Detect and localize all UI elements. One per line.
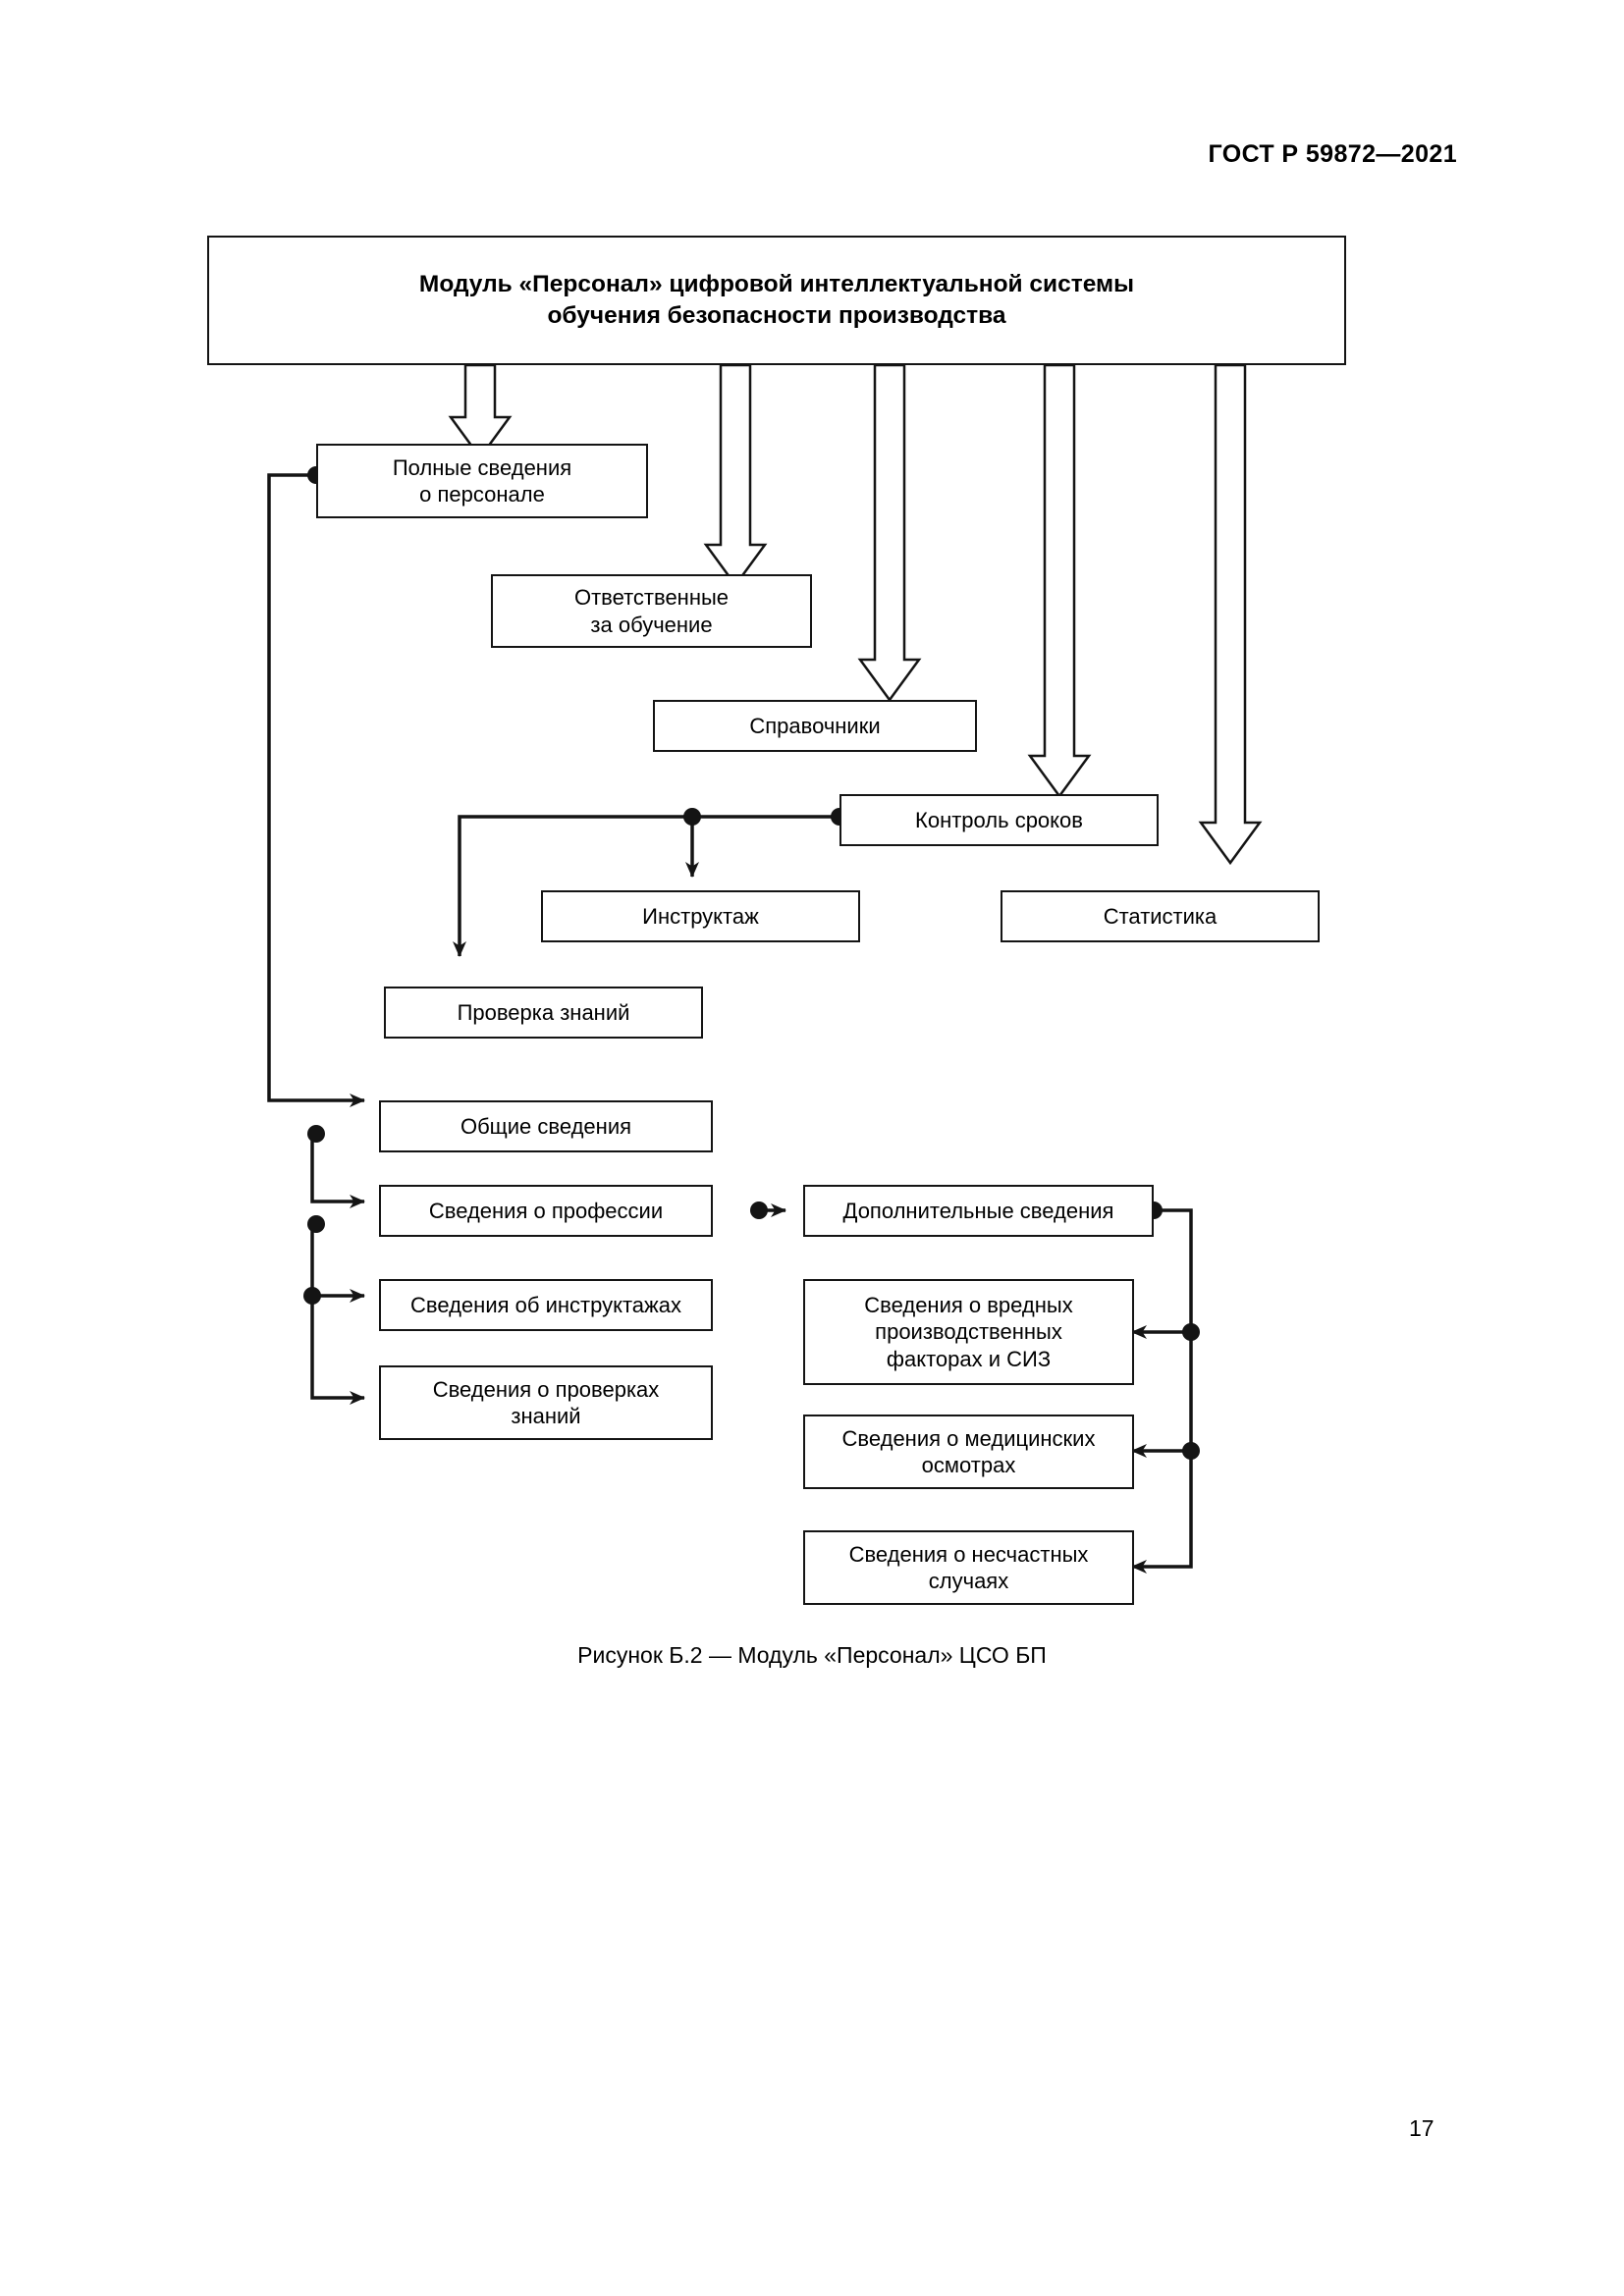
line-full-info-to-general-info — [267, 473, 365, 1107]
node-deadline-control: Контроль сроков — [839, 794, 1159, 846]
junction-dot-profession — [307, 1215, 325, 1233]
node-responsible: Ответственные за обучение — [491, 574, 812, 648]
junction-dot-briefing-info — [303, 1287, 321, 1305]
line-additional-to-hazard — [1131, 1208, 1193, 1339]
node-full-info-label: Полные сведения о персонале — [392, 454, 572, 507]
line-additional-to-medical — [1131, 1332, 1193, 1458]
node-responsible-label: Ответственные за обучение — [573, 585, 730, 637]
node-additional-info: Дополнительные сведения — [803, 1185, 1154, 1237]
node-knowledge-check-label: Проверка знаний — [457, 999, 630, 1025]
junction-dot-medical — [1182, 1442, 1200, 1460]
line-general-to-profession — [310, 1132, 365, 1208]
junction-dot-hazard — [1182, 1323, 1200, 1341]
node-accident-info: Сведения о несчастных случаях — [803, 1530, 1134, 1605]
node-knowledge-check: Проверка знаний — [384, 987, 703, 1039]
node-deadline-control-label: Контроль сроков — [915, 807, 1083, 832]
block-arrow-to-handbooks — [857, 363, 922, 703]
node-general-info: Общие сведения — [379, 1100, 713, 1152]
junction-dot-profession-right — [750, 1201, 768, 1219]
node-briefing-info-label: Сведения об инструктажах — [410, 1292, 681, 1317]
node-briefing: Инструктаж — [541, 890, 860, 942]
figure-caption: Рисунок Б.2 — Модуль «Персонал» ЦСО БП — [577, 1642, 1047, 1668]
block-arrow-to-deadline-control — [1027, 363, 1092, 799]
node-statistics: Статистика — [1001, 890, 1320, 942]
node-profession-info-label: Сведения о профессии — [428, 1198, 664, 1223]
node-statistics-label: Статистика — [1103, 903, 1218, 929]
node-hazard-info: Сведения о вредных производственных факт… — [803, 1279, 1134, 1385]
line-junction-to-knowledge-check — [453, 815, 692, 957]
node-checks-info: Сведения о проверках знаний — [379, 1365, 713, 1440]
node-medical-info-label: Сведения о медицинских осмотрах — [841, 1425, 1096, 1478]
block-arrow-to-responsible — [703, 363, 768, 588]
node-checks-info-label: Сведения о проверках знаний — [432, 1376, 660, 1429]
block-arrow-to-statistics — [1198, 363, 1263, 866]
node-general-info-label: Общие сведения — [460, 1113, 632, 1139]
junction-dot-general — [307, 1125, 325, 1143]
node-accident-info-label: Сведения о несчастных случаях — [848, 1541, 1089, 1594]
line-profession-to-checks-info — [310, 1296, 365, 1405]
node-title: Модуль «Персонал» цифровой интеллектуаль… — [207, 236, 1346, 365]
node-handbooks: Справочники — [653, 700, 977, 752]
block-arrow-to-full-info — [448, 363, 513, 460]
node-title-label: Модуль «Персонал» цифровой интеллектуаль… — [418, 271, 1135, 329]
node-profession-info: Сведения о профессии — [379, 1185, 713, 1237]
node-briefing-label: Инструктаж — [642, 903, 759, 929]
page-number: 17 — [1409, 2115, 1435, 2141]
node-additional-info-label: Дополнительные сведения — [842, 1198, 1114, 1223]
line-profession-to-briefing-info — [310, 1222, 365, 1303]
junction-dot-briefing-split — [683, 808, 701, 826]
node-handbooks-label: Справочники — [749, 713, 881, 738]
node-hazard-info-label: Сведения о вредных производственных факт… — [864, 1292, 1073, 1371]
standard-header: ГОСТ Р 59872—2021 — [1208, 140, 1457, 168]
line-additional-to-accident — [1131, 1451, 1193, 1574]
node-full-info: Полные сведения о персонале — [316, 444, 648, 518]
node-briefing-info: Сведения об инструктажах — [379, 1279, 713, 1331]
node-medical-info: Сведения о медицинских осмотрах — [803, 1415, 1134, 1489]
